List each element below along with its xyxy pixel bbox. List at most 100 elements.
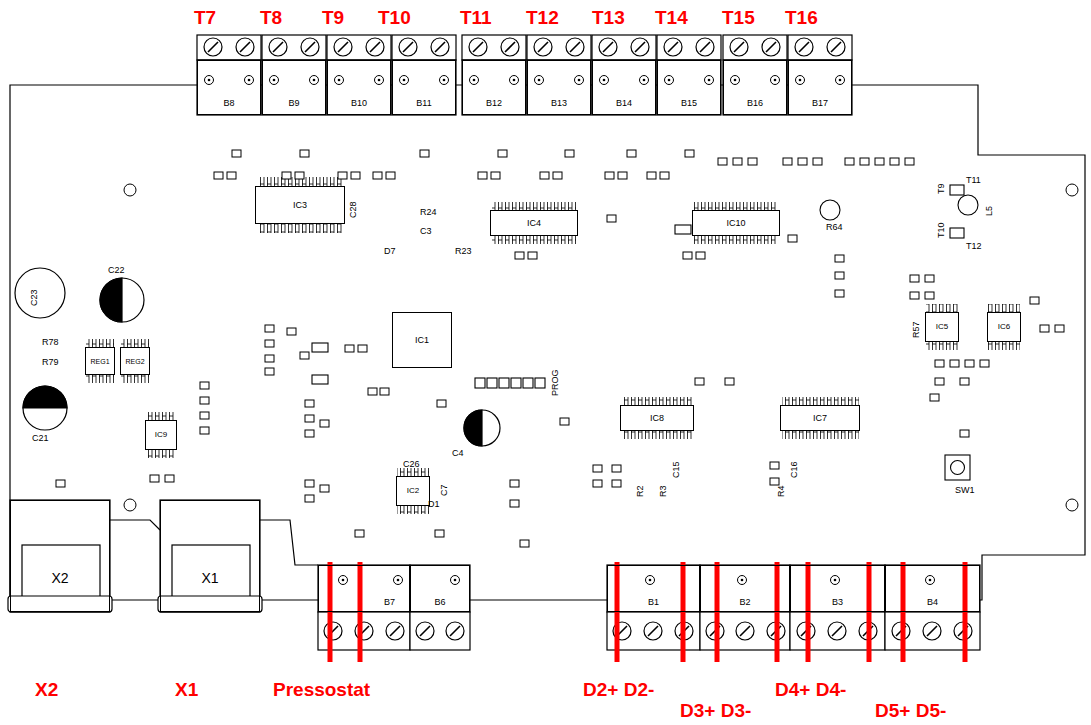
- component-designator: B11: [416, 99, 431, 108]
- terminal-label: T7: [194, 8, 216, 27]
- ic-chip: IC3: [255, 186, 345, 224]
- component-designator: B10: [351, 99, 367, 108]
- component-ref: C16: [790, 461, 799, 478]
- terminal-block: B11: [392, 60, 456, 115]
- ic-chip: IC6: [987, 312, 1021, 342]
- terminal-block: B2: [700, 565, 790, 612]
- terminal-label: T15: [722, 8, 755, 27]
- terminal-contacts-bottom: [339, 576, 935, 585]
- component-ref: PROG: [551, 369, 560, 396]
- component-ref: R64: [826, 223, 843, 232]
- terminal-label: D2+ D2-: [583, 680, 654, 699]
- component-designator: IC4: [527, 219, 541, 228]
- terminal-block: B10: [327, 60, 391, 115]
- terminal-block: B8: [197, 60, 261, 115]
- component-ref: C22: [108, 266, 125, 275]
- ic-chip: IC1: [392, 312, 452, 368]
- component-designator: X1: [201, 571, 218, 585]
- bottom-terminal-blocks: [318, 565, 980, 650]
- component-ref: T11: [966, 176, 981, 185]
- red-markers: [328, 562, 968, 662]
- component-designator: IC6: [998, 323, 1010, 331]
- component-designator: IC7: [813, 414, 827, 423]
- misc-parts: [258, 185, 978, 480]
- component-designator: IC3: [293, 201, 307, 210]
- terminal-label: D4+ D4-: [775, 680, 846, 699]
- component-ref: C4: [452, 449, 464, 458]
- ic-pins: [86, 177, 1020, 514]
- component-ref: D7: [384, 247, 396, 256]
- component-ref: C28: [349, 201, 358, 218]
- component-designator: B4: [927, 598, 938, 607]
- terminal-block: B15: [657, 60, 721, 115]
- terminal-label: T10: [378, 8, 411, 27]
- top-terminal-blocks: [197, 35, 852, 115]
- x-connectors: [8, 500, 318, 612]
- mounting-holes: [124, 184, 1078, 511]
- component-ref: SW1: [955, 486, 975, 495]
- terminal-label: T16: [785, 8, 818, 27]
- terminal-block: B1: [607, 565, 700, 612]
- component-ref: R57: [912, 321, 921, 338]
- terminal-block: B3: [790, 565, 885, 612]
- terminal-block: B4: [885, 565, 980, 612]
- regulator-chip: REG2: [120, 347, 150, 375]
- component-designator: B14: [616, 99, 632, 108]
- terminal-block: B16: [723, 60, 787, 115]
- component-designator: B16: [747, 99, 763, 108]
- component-designator: B13: [551, 99, 567, 108]
- screws-bottom: [324, 622, 972, 640]
- terminal-block: B7: [318, 565, 410, 612]
- terminal-contacts-top: [205, 76, 845, 85]
- component-ref: R24: [420, 208, 437, 217]
- component-ref: C15: [672, 461, 681, 478]
- terminal-label: T9: [322, 8, 344, 27]
- component-designator: IC2: [407, 487, 419, 495]
- component-ref: C26: [403, 460, 420, 469]
- component-designator: B9: [288, 99, 299, 108]
- component-ref: R3: [659, 485, 668, 497]
- ic-chip: IC9: [145, 420, 177, 450]
- component-ref: C21: [32, 434, 49, 443]
- component-designator: IC9: [155, 431, 167, 439]
- connector: X1: [160, 500, 260, 612]
- ic-chip: IC2: [396, 476, 430, 506]
- component-ref: R4: [777, 485, 786, 497]
- terminal-block: B9: [262, 60, 326, 115]
- terminal-label: D3+ D3-: [680, 701, 751, 720]
- component-designator: B6: [434, 598, 445, 607]
- component-ref: T10: [937, 222, 946, 238]
- capacitors: [15, 268, 500, 446]
- ic-chip: IC4: [490, 210, 578, 236]
- component-designator: B8: [223, 99, 234, 108]
- component-designator: B2: [739, 598, 750, 607]
- terminal-label: X2: [35, 680, 58, 699]
- terminal-label: T8: [260, 8, 282, 27]
- component-designator: IC10: [726, 219, 745, 228]
- component-designator: IC5: [936, 323, 948, 331]
- connector: X2: [10, 500, 110, 612]
- smd-pads: [56, 150, 1064, 547]
- component-designator: B7: [384, 598, 395, 607]
- component-ref: T12: [966, 242, 982, 251]
- component-designator: B3: [832, 598, 843, 607]
- component-designator: IC1: [415, 336, 429, 345]
- terminal-block: B6: [410, 565, 470, 612]
- component-ref: T9: [937, 183, 946, 194]
- component-ref: R2: [636, 485, 645, 497]
- terminal-label: Pressostat: [273, 680, 370, 699]
- component-ref: R79: [42, 358, 59, 367]
- terminal-label: T13: [592, 8, 625, 27]
- component-designator: REG1: [90, 358, 109, 365]
- terminal-label: X1: [175, 680, 198, 699]
- terminal-label: T14: [655, 8, 688, 27]
- component-designator: X2: [51, 571, 68, 585]
- ic-chip: IC5: [925, 312, 959, 342]
- component-designator: IC8: [650, 414, 664, 423]
- terminal-label: T11: [460, 8, 492, 27]
- component-designator: B12: [486, 99, 502, 108]
- terminal-block: B17: [788, 60, 852, 115]
- ic-chip: IC7: [780, 405, 860, 431]
- terminal-block: B12: [462, 60, 526, 115]
